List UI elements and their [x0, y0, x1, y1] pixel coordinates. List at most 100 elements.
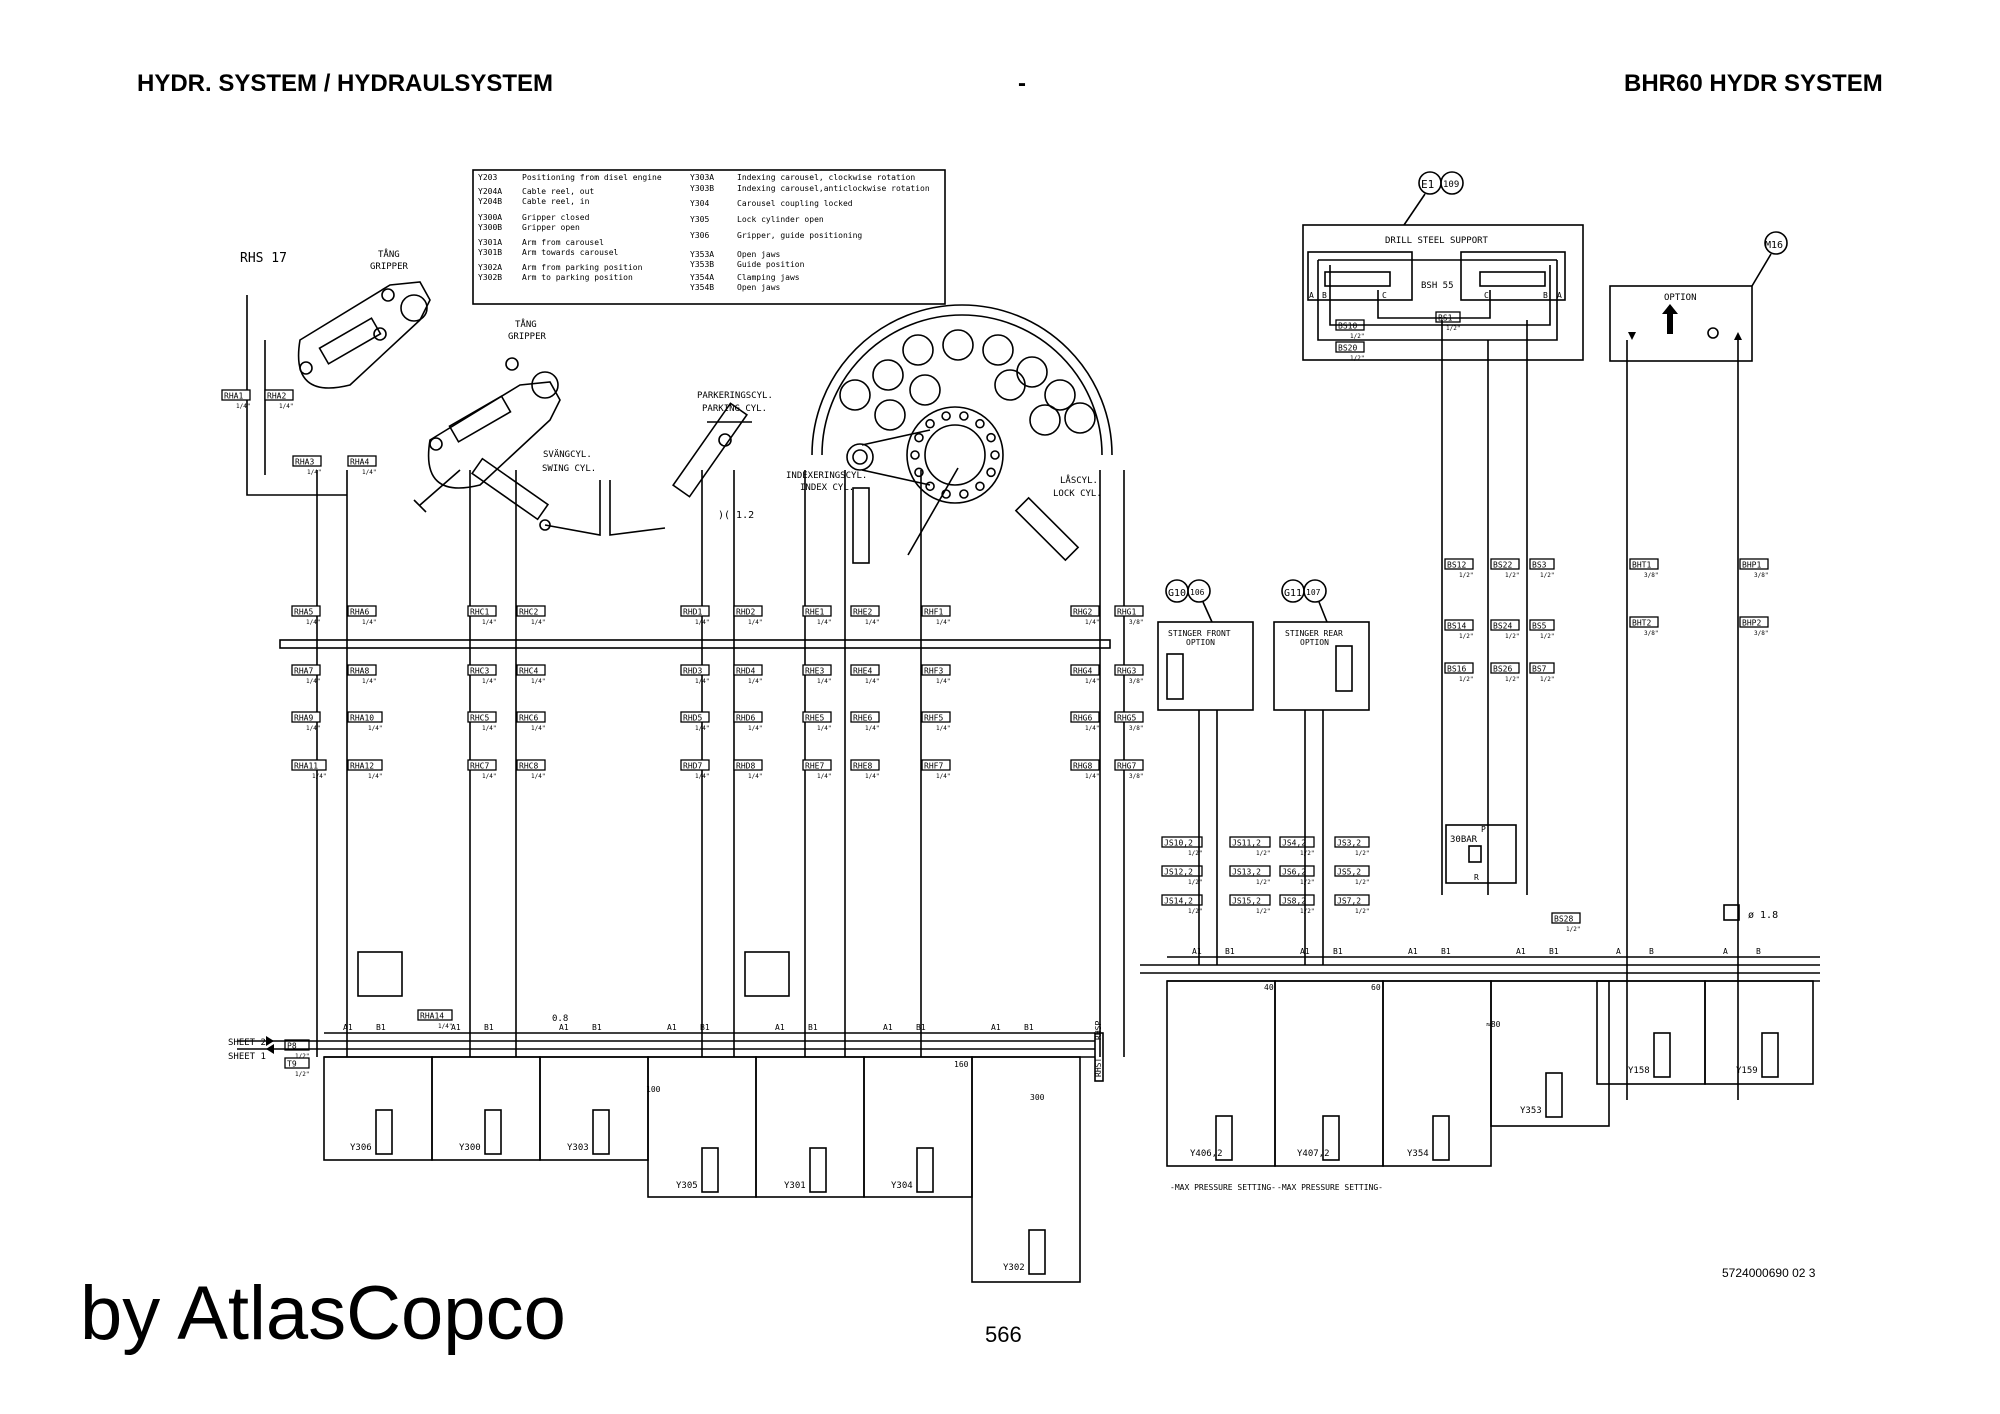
hose-tag-size: 1/2" [1350, 355, 1364, 362]
hose-tag-id: RHA11 [294, 762, 318, 771]
relief-valve-30bar: 30BAR P R [1445, 824, 1517, 884]
solenoid-valve-symbol [1432, 1115, 1450, 1161]
port-label-a1: A1 [1192, 947, 1202, 956]
hose-tag-id: RHA10 [350, 714, 374, 723]
hose-tag-id: RHG7 [1117, 762, 1136, 771]
orifice-1-8-label: ø 1.8 [1748, 910, 1778, 921]
hose-tag-size: 1/4" [438, 1023, 452, 1030]
legend-desc: Indexing carousel,anticlockwise rotation [737, 184, 930, 193]
carousel-bolt-hole [914, 432, 924, 443]
max-pressure-label-1: -MAX PRESSURE SETTING- [1170, 1183, 1276, 1192]
hose-line [246, 295, 347, 496]
hose-tag-id: RHG1 [1117, 608, 1136, 617]
hose-tag-size: 1/4" [1085, 619, 1099, 626]
valve-label: Y305 [676, 1181, 698, 1191]
hose-tag: JS3,21/2" [1334, 836, 1370, 857]
sheet-2-label[interactable]: SHEET 2 [228, 1038, 266, 1048]
hose-tag-id: BS28 [1554, 915, 1573, 924]
legend-desc: Cable reel, in [522, 197, 590, 206]
legend-desc: Gripper closed [522, 213, 590, 222]
hose-tag-size: 1/2" [295, 1071, 309, 1078]
hose-tag-size: 1/2" [1300, 879, 1314, 886]
hose-tag-id: JS6,2 [1282, 868, 1306, 877]
port-label-b1: B1 [1225, 947, 1235, 956]
hose-tag-id: RHC4 [519, 667, 538, 676]
dss-port-a-left: A [1309, 291, 1314, 300]
hose-tag-size: 3/8" [1129, 773, 1143, 780]
pressure-setting: 40 [1264, 983, 1274, 992]
carousel-rod-slot [872, 359, 904, 391]
rhs-label: RHS 17 [240, 251, 287, 266]
hose-tag-id: RHG2 [1073, 608, 1092, 617]
stinger-front-ref-num: 106 [1190, 588, 1205, 597]
hose-tag: BHP2 3/8" [1739, 616, 1769, 637]
hose-tag-size: 1/2" [1459, 572, 1473, 579]
gripper2-label-en: GRIPPER [508, 332, 547, 342]
hose-tag-id: BS16 [1447, 665, 1466, 674]
hose-tag-size: 3/8" [1754, 630, 1768, 637]
hose-tag-size: 1/2" [1540, 676, 1554, 683]
hose-tag-id: BS14 [1447, 622, 1466, 631]
orifice-1-2: )( 1.2 [718, 510, 754, 521]
hose-tag-id: BHP2 [1742, 619, 1761, 628]
hose-tag-id: RHA6 [350, 608, 369, 617]
hose-tag-size: 1/4" [482, 678, 496, 685]
legend-code: Y302B [478, 273, 502, 282]
valve-label: Y301 [784, 1181, 806, 1191]
hose-tag: T91/2" [284, 1057, 310, 1078]
sheet-1-label[interactable]: SHEET 1 [228, 1052, 266, 1062]
header-title-left: HYDR. SYSTEM / HYDRAULSYSTEM [137, 70, 554, 97]
solenoid-valve-symbol [1028, 1229, 1046, 1275]
hose-tag-size: 1/2" [1459, 633, 1473, 640]
solenoid-valve-symbol [809, 1147, 827, 1193]
stinger-rear-ref-num: 107 [1306, 588, 1321, 597]
hose-tag-size: 3/8" [1129, 725, 1143, 732]
hose-tag-size: 1/4" [695, 678, 709, 685]
hose-tag-size: 1/2" [1350, 333, 1364, 340]
pressure-setting: 300 [1030, 1093, 1045, 1102]
hose-tag-id: BS10 [1338, 322, 1357, 331]
hose-tag: JS5,21/2" [1334, 865, 1370, 886]
dss-port-c-left: C [1382, 291, 1387, 300]
hose-tag-size: 1/2" [1540, 572, 1554, 579]
hose-tag-size: 1/2" [1188, 908, 1202, 915]
hose-tag: RHA11/4" [221, 389, 251, 410]
hose-tag-id: RHE6 [853, 714, 872, 723]
hose-tag-size: 1/4" [482, 773, 496, 780]
hose-tag-id: BHT1 [1632, 561, 1651, 570]
valve-label: Y159 [1736, 1066, 1758, 1076]
hose-tag-size: 1/4" [368, 773, 382, 780]
hose-tag-size: 1/4" [748, 678, 762, 685]
hose-tag-id: RHF5 [924, 714, 943, 723]
hose-tag-size: 1/4" [362, 678, 376, 685]
solenoid-valve-symbol [592, 1109, 610, 1155]
hose-tag-id: JS10,2 [1164, 839, 1193, 848]
parking-label-en: PARKING CYL. [702, 404, 767, 414]
carousel-rod-slot [1029, 404, 1061, 436]
hose-tag-size: 1/4" [362, 619, 376, 626]
carousel-rod-slot [839, 379, 871, 411]
hose-tag-id: BS22 [1493, 561, 1512, 570]
hose-tag-id: RHA4 [350, 458, 369, 467]
legend-code: Y301A [478, 238, 502, 247]
hose-tag-size: 3/8" [1129, 619, 1143, 626]
hose-tag-id: BS5 [1532, 622, 1547, 631]
index-label-en: INDEX CYL. [800, 483, 854, 493]
valve-label: Y407,2 [1297, 1149, 1330, 1159]
hose-tag-size: 1/2" [1446, 325, 1460, 332]
hose-tag-id: RHE1 [805, 608, 824, 617]
stinger-rear-option: G11 107 STINGER REAR OPTION [1273, 579, 1370, 711]
